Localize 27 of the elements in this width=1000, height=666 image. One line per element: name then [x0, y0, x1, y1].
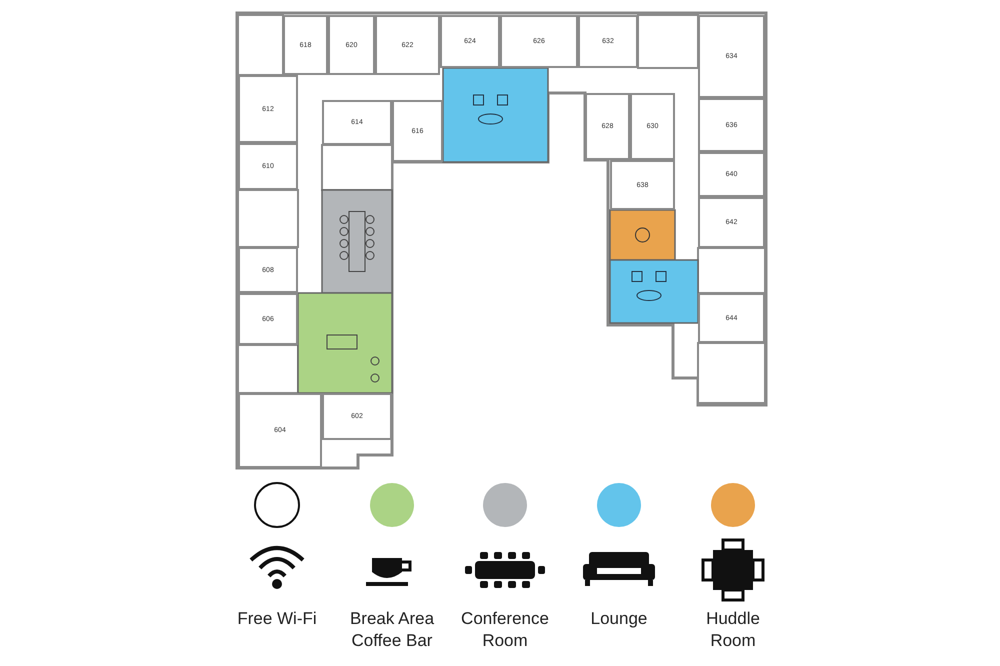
legend-label: Conference Room	[460, 608, 550, 652]
room	[500, 15, 578, 68]
room	[698, 98, 765, 152]
legend-label: Lounge	[590, 608, 648, 630]
room	[392, 100, 443, 162]
room	[630, 93, 675, 160]
room	[238, 247, 298, 293]
room	[440, 15, 500, 68]
room	[585, 93, 630, 160]
legend-label: Free Wi-Fi	[236, 608, 318, 630]
room	[238, 75, 298, 143]
room	[238, 393, 322, 468]
room	[698, 152, 765, 197]
room	[238, 143, 298, 190]
room	[322, 100, 392, 145]
room	[610, 160, 675, 210]
legend-label: Break Area Coffee Bar	[348, 608, 436, 652]
room	[322, 393, 392, 440]
room	[283, 15, 328, 75]
room	[328, 15, 375, 75]
legend-label: Huddle Room	[705, 608, 761, 652]
room	[375, 15, 440, 75]
room	[578, 15, 638, 68]
room	[698, 15, 765, 98]
room	[238, 293, 298, 345]
room	[698, 197, 765, 248]
room	[698, 293, 765, 343]
